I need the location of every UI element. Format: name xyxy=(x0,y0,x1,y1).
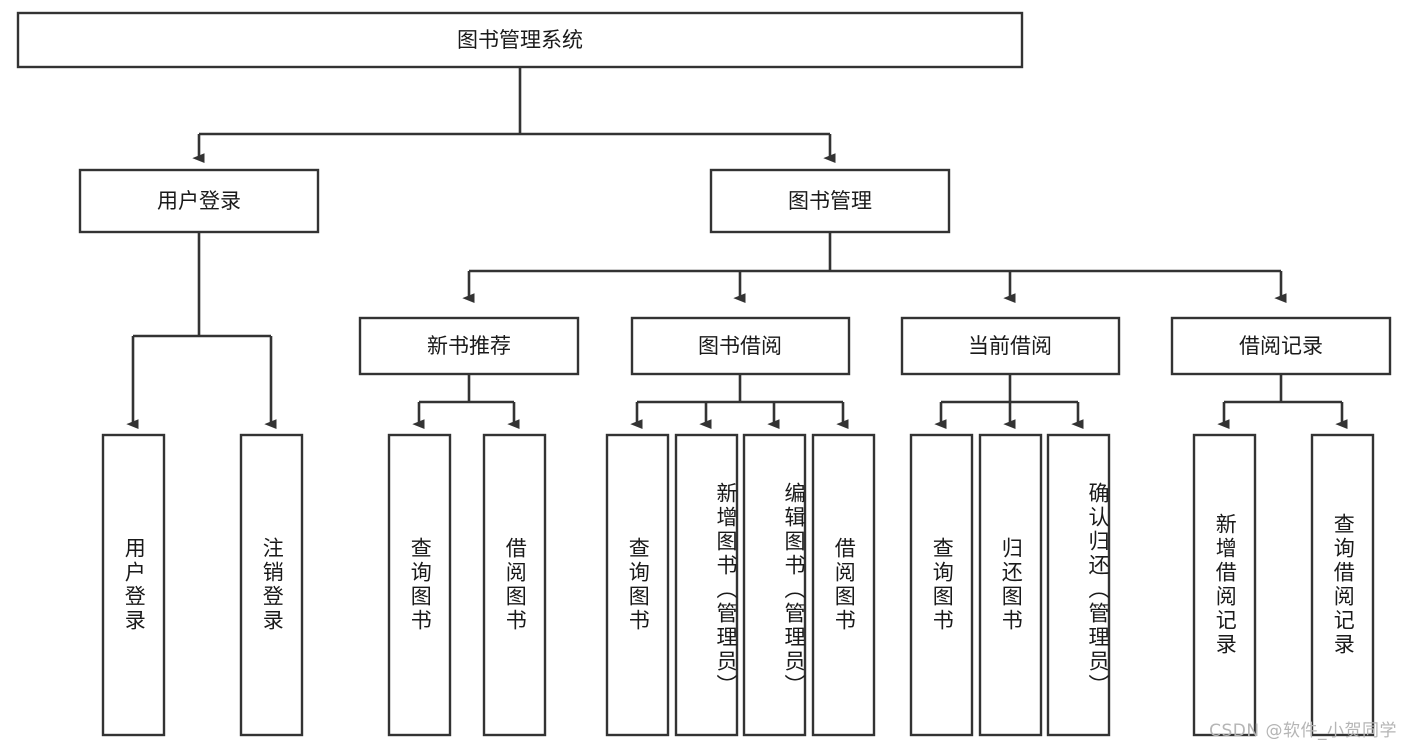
node-borrow-record-label: 借阅记录 xyxy=(1239,334,1323,358)
node-user-login-label: 用户登录 xyxy=(157,189,241,213)
leaf-borrow-record-1-box[interactable] xyxy=(1192,433,1257,737)
leaf-book-borrow-3-box[interactable] xyxy=(742,433,807,737)
node-current-borrow-label: 当前借阅 xyxy=(968,334,1052,358)
node-root-label: 图书管理系统 xyxy=(457,28,583,52)
node-current-borrow-box[interactable] xyxy=(900,316,1121,376)
leaf-new-book-1-box[interactable] xyxy=(387,433,452,737)
leaf-book-borrow-4-box[interactable] xyxy=(811,433,876,737)
leaf-book-borrow-1-box[interactable] xyxy=(605,433,670,737)
leaf-user-login-1-box[interactable] xyxy=(101,433,166,737)
node-borrow-record-box[interactable] xyxy=(1170,316,1392,376)
leaf-borrow-record-2-box[interactable] xyxy=(1310,433,1375,737)
node-root-box[interactable] xyxy=(16,11,1024,69)
leaf-book-borrow-2-box[interactable] xyxy=(674,433,739,737)
node-new-book-label: 新书推荐 xyxy=(427,334,511,358)
node-book-manage-box[interactable] xyxy=(709,168,951,234)
node-book-manage-label: 图书管理 xyxy=(788,189,872,213)
csdn-watermark: CSDN @软件_小贺同学 xyxy=(1209,721,1397,741)
node-new-book-box[interactable] xyxy=(358,316,580,376)
leaf-current-borrow-2-box[interactable] xyxy=(978,433,1043,737)
leaf-current-borrow-1-box[interactable] xyxy=(909,433,974,737)
leaf-new-book-2-box[interactable] xyxy=(482,433,547,737)
leaf-current-borrow-3-box[interactable] xyxy=(1046,433,1111,737)
node-book-borrow-box[interactable] xyxy=(630,316,851,376)
node-book-borrow-label: 图书借阅 xyxy=(698,334,782,358)
leaf-user-login-2-box[interactable] xyxy=(239,433,304,737)
